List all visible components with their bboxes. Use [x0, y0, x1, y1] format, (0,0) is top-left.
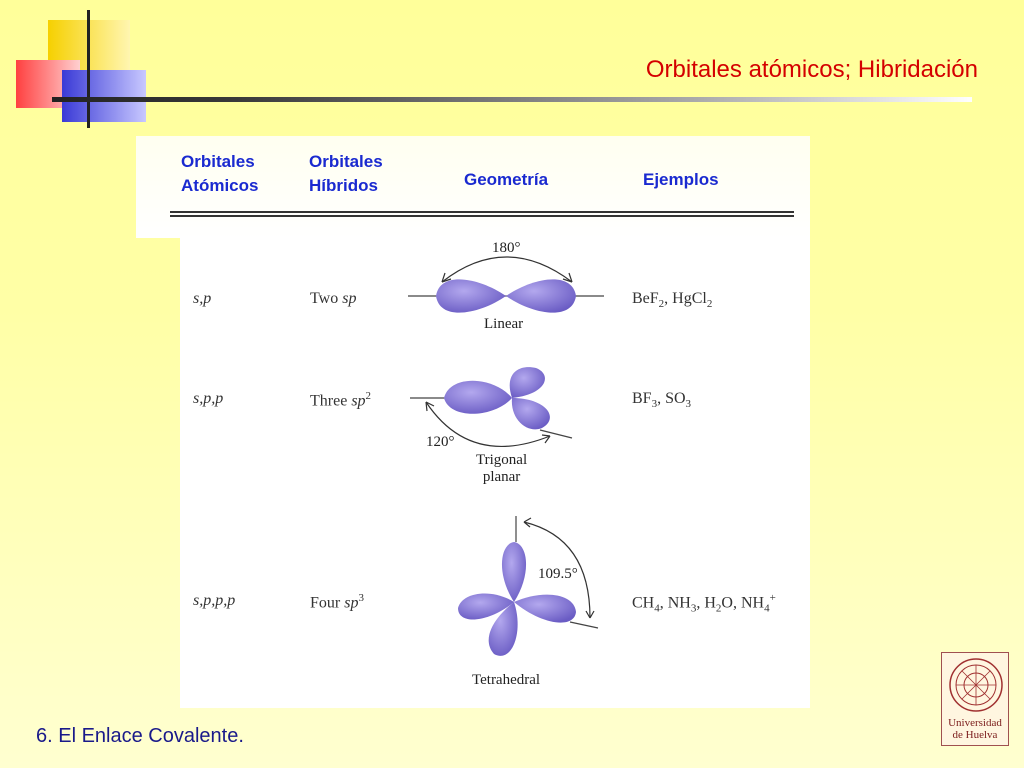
tetrahedral-geometry-label: Tetrahedral — [472, 672, 541, 688]
slide-title: Orbitales atómicos; Hibridación — [645, 56, 978, 83]
trigonal-angle-arc — [425, 401, 551, 448]
linear-lobe-left — [436, 279, 506, 313]
trigonal-orbitals-diagram — [410, 367, 573, 448]
row1-examples: BeF2, HgCl2 — [632, 290, 713, 311]
header-examples: Ejemplos — [643, 170, 719, 189]
trigonal-label-line1: Trigonal — [476, 452, 528, 468]
row3-atomic: s,p,p,p — [193, 592, 236, 609]
linear-lobe-right — [506, 279, 576, 313]
tetrahedral-lobe-bottom — [488, 602, 518, 656]
header-hybrid-line2: Híbridos — [309, 176, 378, 195]
row2-examples: BF3, SO3 — [632, 390, 692, 411]
header-hybrid-line1: Orbitales — [309, 152, 383, 171]
decor-square-blue — [62, 70, 146, 122]
tetrahedral-lobe-left — [458, 593, 514, 620]
linear-orbitals-diagram — [408, 256, 604, 313]
linear-geometry-label: Linear — [484, 316, 524, 332]
trigonal-lobe-left — [444, 380, 512, 414]
table-header-band — [136, 136, 810, 238]
header-atomic-line1: Orbitales — [181, 152, 255, 171]
row3-examples: CH4, NH3, H2O, NH4+ — [632, 592, 776, 615]
decor-vertical-line — [87, 10, 90, 128]
tetrahedral-lobe-right — [514, 594, 576, 623]
linear-angle-label: 180° — [492, 240, 521, 256]
header-atomic-orbitals: Orbitales Atómicos — [181, 150, 258, 198]
row2-hybrid: Three sp2 — [310, 390, 372, 410]
university-logo: Universidad de Huelva — [941, 652, 1009, 746]
header-atomic-line2: Atómicos — [181, 176, 259, 195]
row1-hybrid: Two sp — [310, 290, 357, 307]
hybridization-figure: s,p Two sp BeF2, HgCl2 180° Linear s,p,p… — [180, 238, 810, 708]
slide-footer: 6. El Enlace Covalente. — [36, 725, 244, 747]
header-rule-bottom — [170, 215, 794, 217]
trigonal-label-line2: planar — [482, 469, 521, 485]
decor-horizontal-line — [52, 97, 972, 102]
row2-atomic: s,p,p — [193, 390, 224, 407]
trigonal-lobe-bottom — [511, 398, 550, 430]
tetrahedral-angle-label: 109.5° — [538, 566, 578, 582]
trigonal-geometry-label: Trigonal planar — [476, 452, 527, 486]
university-logo-text: Universidad de Huelva — [948, 717, 1002, 741]
linear-angle-arc — [441, 256, 573, 283]
row1-atomic: s,p — [193, 290, 212, 307]
tetrahedral-orbitals-diagram — [458, 516, 599, 656]
header-rule-top — [170, 211, 794, 213]
header-hybrid-orbitals: Orbitales Híbridos — [309, 150, 383, 198]
row3-hybrid: Four sp3 — [310, 592, 364, 612]
trigonal-lobe-top — [509, 367, 545, 398]
university-seal-icon — [949, 658, 1003, 712]
tetrahedral-lobe-top — [501, 542, 527, 602]
tetrahedral-angle-arc — [523, 521, 591, 619]
trigonal-angle-label: 120° — [426, 434, 455, 450]
header-geometry: Geometría — [464, 170, 549, 189]
